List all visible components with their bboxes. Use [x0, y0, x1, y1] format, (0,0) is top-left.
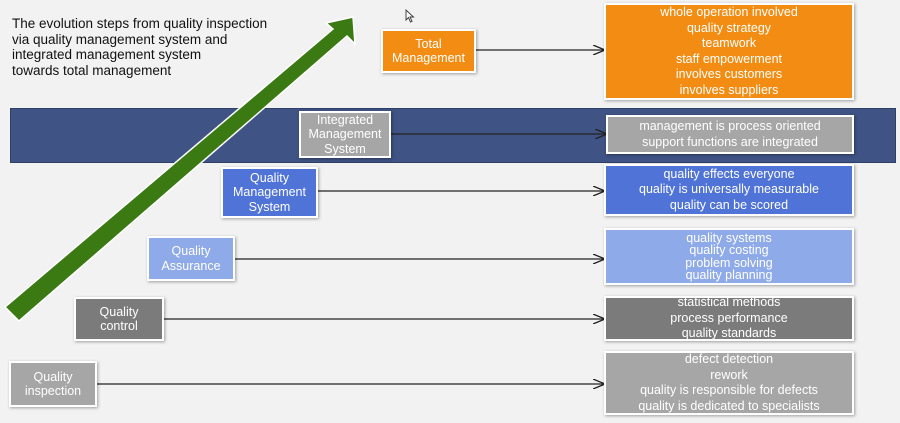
- stage-quality-management-system: Quality Management System: [221, 167, 318, 218]
- description-line: statistical methods: [677, 295, 781, 310]
- description-line: teamwork: [701, 36, 757, 50]
- stage-label-line: Management: [392, 51, 465, 65]
- description-line: quality costing: [689, 243, 769, 257]
- stage-label-line: Management: [308, 127, 382, 142]
- description-line: quality can be scored: [669, 197, 789, 212]
- description-quality-assurance: quality systems quality costing problem …: [604, 228, 854, 285]
- description-line: defect detection: [684, 352, 774, 366]
- description-line: quality strategy: [686, 20, 772, 35]
- stage-label-line: System: [324, 141, 366, 156]
- stage-label-line: inspection: [24, 384, 82, 398]
- description-line: involves suppliers: [679, 82, 779, 97]
- intro-line-2: via quality management system and: [12, 31, 228, 47]
- mouse-pointer-icon: [405, 9, 415, 23]
- intro-line-3: integrated management system: [12, 47, 202, 62]
- stage-label-line: Quality: [171, 244, 211, 258]
- evolution-arrow: [3, 16, 356, 323]
- stage-label-line: Management: [233, 185, 306, 200]
- description-line: process performance: [670, 310, 788, 325]
- stage-label-line: Assurance: [161, 258, 221, 273]
- description-total-management: whole operation involved quality strateg…: [604, 3, 854, 100]
- description-line: management is process oriented: [639, 119, 821, 133]
- stage-label-line: Quality: [33, 369, 73, 384]
- description-line: quality is dedicated to specialists: [638, 398, 820, 413]
- description-quality-management-system: quality effects everyone quality is univ…: [604, 164, 854, 216]
- description-quality-inspection: defect detection rework quality is respo…: [604, 351, 854, 415]
- description-line: quality systems: [686, 230, 772, 245]
- description-line: support functions are integrated: [642, 134, 818, 149]
- stage-quality-assurance: Quality Assurance: [147, 236, 235, 281]
- description-line: quality is responsible for defects: [640, 383, 818, 397]
- stage-label-line: Quality: [250, 170, 289, 185]
- stage-label-line: control: [100, 319, 138, 333]
- intro-line-4: towards total management: [12, 62, 172, 78]
- description-quality-control: statistical methods process performance …: [604, 295, 854, 341]
- description-integrated-management-system: management is process oriented support f…: [606, 115, 854, 154]
- description-line: quality planning: [685, 268, 773, 282]
- description-line: quality effects everyone: [663, 166, 795, 181]
- description-line: involves customers: [675, 67, 783, 81]
- description-line: quality standards: [681, 326, 777, 341]
- description-line: problem solving: [685, 255, 773, 270]
- stage-quality-inspection: Quality inspection: [9, 361, 97, 407]
- stage-quality-control: Quality control: [74, 297, 164, 341]
- stage-label-line: System: [248, 199, 291, 214]
- stage-integrated-management-system: Integrated Management System: [299, 111, 391, 158]
- description-line: rework: [710, 367, 748, 382]
- stage-label-line: Total: [415, 36, 442, 51]
- stage-label-line: Quality: [99, 304, 139, 319]
- description-line: staff empowerment: [675, 51, 783, 66]
- intro-line-1: The evolution steps from quality inspect…: [12, 16, 268, 31]
- stage-label-line: Integrated: [316, 112, 374, 127]
- intro-text: The evolution steps from quality inspect…: [12, 16, 282, 78]
- description-line: quality is universally measurable: [639, 182, 819, 197]
- description-line: whole operation involved: [660, 5, 798, 19]
- stage-total-management: Total Management: [381, 29, 476, 73]
